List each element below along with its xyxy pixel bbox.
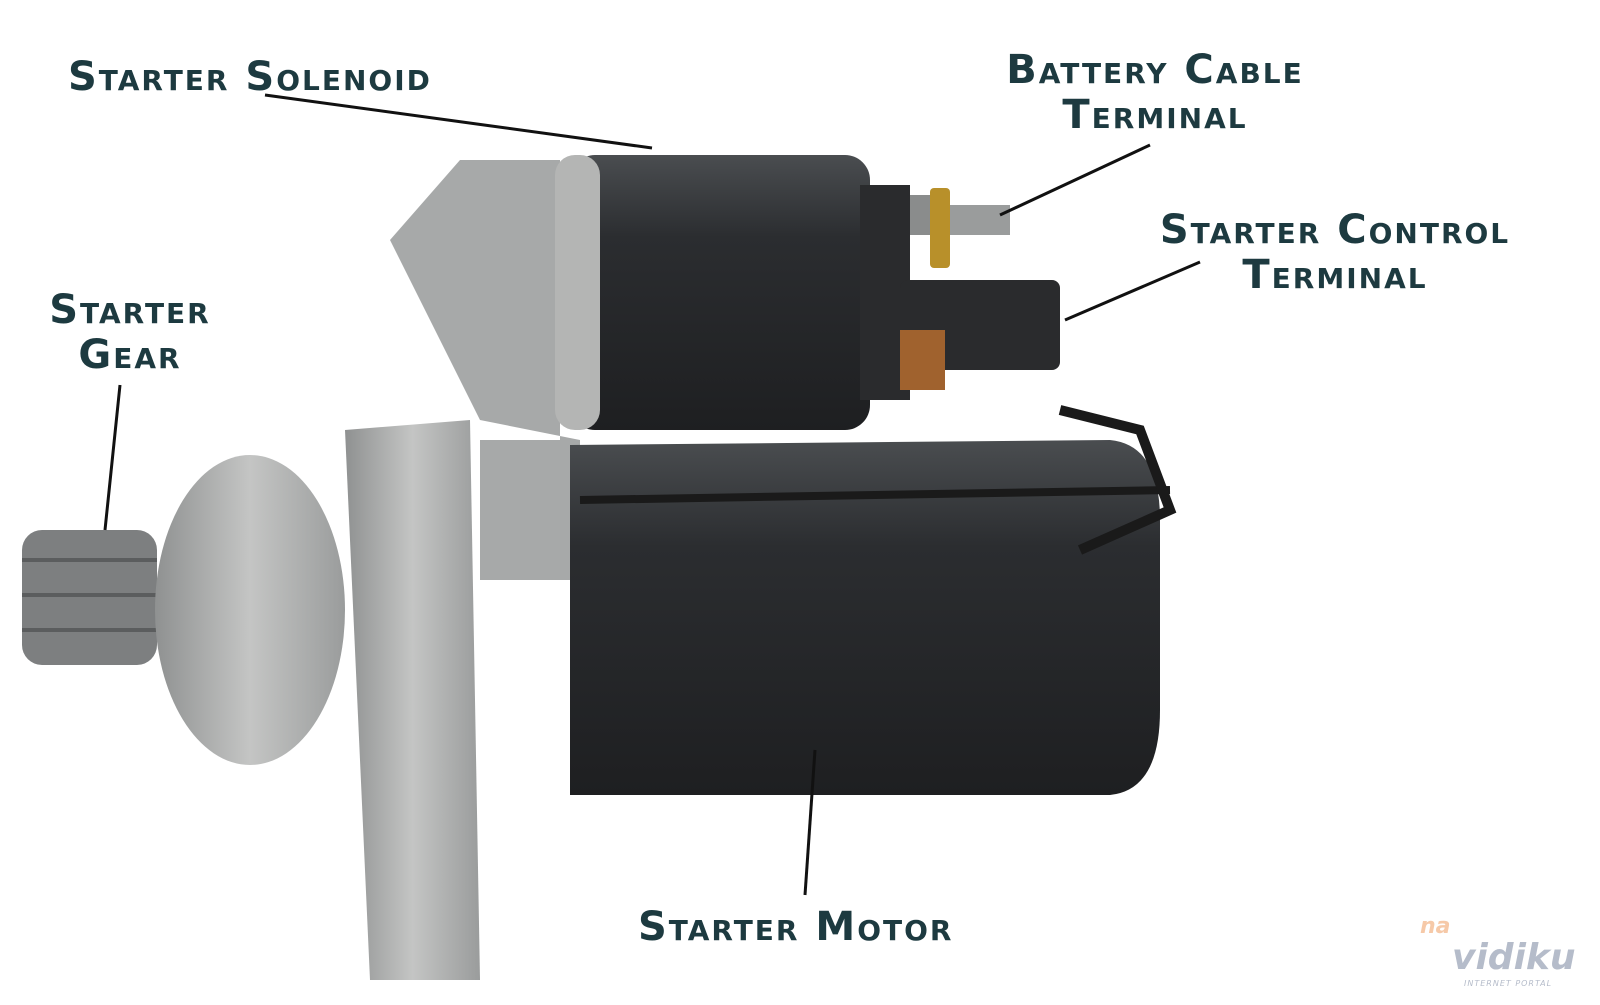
through-bolt — [579, 486, 1171, 504]
label-battery-cable-terminal: Battery Cable Terminal — [975, 48, 1335, 138]
watermark-sub: INTERNET PORTAL — [1464, 979, 1553, 988]
battery-terminal-nut — [930, 188, 950, 268]
label-line: Terminal — [1062, 92, 1248, 138]
watermark-main: vidiku — [1452, 937, 1576, 978]
flange-plate — [345, 420, 480, 980]
label-starter-solenoid: Starter Solenoid — [68, 54, 432, 100]
solenoid-body — [570, 155, 870, 430]
label-line: Terminal — [1242, 252, 1428, 298]
label-starter-motor: Starter Motor — [638, 904, 954, 950]
watermark-top: na — [1420, 914, 1451, 939]
battery-terminal-stud — [950, 205, 1010, 235]
label-line: Gear — [78, 332, 182, 378]
motor-body — [570, 440, 1160, 795]
label-starter-gear: Starter Gear — [20, 288, 240, 378]
label-line: Starter — [49, 287, 211, 333]
label-line: Starter Control — [1159, 207, 1511, 253]
mounting-housing — [390, 160, 580, 580]
leader-lines — [103, 93, 1201, 896]
bracket — [1058, 405, 1177, 555]
solenoid-cap — [555, 155, 600, 430]
label-line: Battery Cable — [1006, 47, 1304, 93]
copper-strap — [900, 330, 945, 390]
gear-teeth — [22, 558, 157, 632]
starter-gear — [22, 530, 157, 665]
label-starter-control-terminal: Starter Control Terminal — [1120, 208, 1550, 298]
watermark-logo: na vidiku INTERNET PORTAL — [1412, 914, 1576, 995]
nose-housing — [155, 455, 345, 765]
